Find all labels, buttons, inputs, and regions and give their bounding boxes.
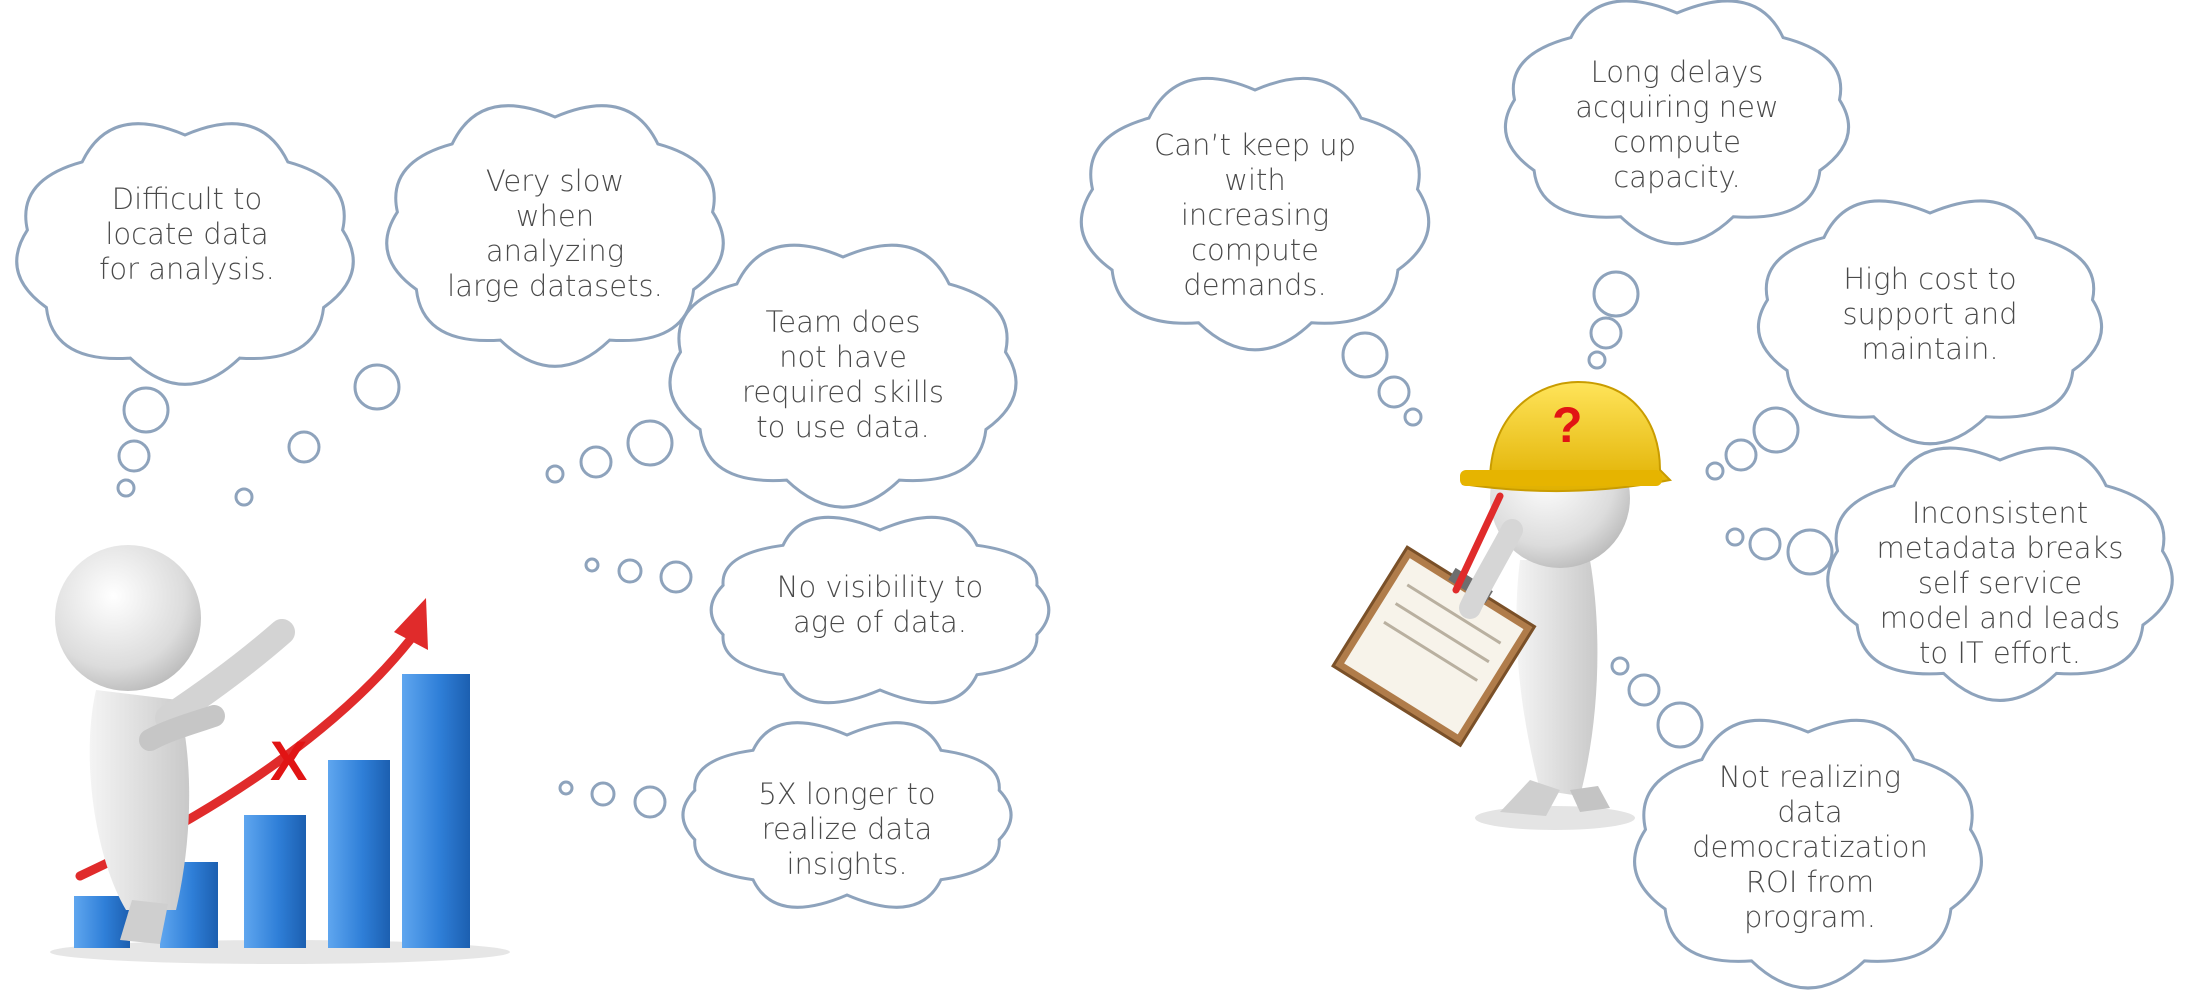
thought-high-cost: High cost to support and maintain. <box>1842 262 2018 366</box>
thought-slow-large-datasets: Very slow when analyzing large datasets. <box>447 164 663 303</box>
cloud-outline-2 <box>385 104 725 368</box>
thought-bubble-3 <box>116 478 136 498</box>
thought-bubble-6 <box>234 487 254 507</box>
thought-bubble-16 <box>1341 331 1389 379</box>
cloud-outline-5 <box>681 721 1013 909</box>
thought-clouds <box>15 0 2174 990</box>
cloud-outline-7 <box>1504 0 1850 246</box>
thought-bubble-15 <box>558 780 574 796</box>
thought-cant-keep-up-compute: Can’t keep up with increasing compute de… <box>1153 128 1357 302</box>
thought-bubble-10 <box>659 560 693 594</box>
thought-no-visibility-age: No visibility to age of data. <box>776 570 984 639</box>
thought-bubble-12 <box>584 557 600 573</box>
thought-bubble-26 <box>1748 527 1782 561</box>
thought-bubble-2 <box>117 439 151 473</box>
thought-bubble-25 <box>1786 528 1834 576</box>
figure-head <box>55 545 201 691</box>
thought-bubble-30 <box>1610 656 1630 676</box>
arrow-head <box>394 598 428 650</box>
pointing-stick-figure <box>55 545 295 944</box>
thought-bubble-27 <box>1725 527 1745 547</box>
bar-1 <box>74 896 130 948</box>
thought-bubble-22 <box>1752 406 1800 454</box>
x-marker: X <box>270 729 308 792</box>
bar-3 <box>244 815 306 948</box>
thought-bubble-4 <box>353 363 401 411</box>
bar-5 <box>402 674 470 948</box>
thought-bubble-17 <box>1377 375 1411 409</box>
thought-missing-skills: Team does not have required skills to us… <box>742 305 944 444</box>
cloud-outline-9 <box>1826 446 2174 702</box>
thought-bubble-7 <box>626 419 674 467</box>
cloud-outline-8 <box>1757 199 2103 446</box>
bar-4 <box>328 760 390 948</box>
pencil <box>1452 492 1504 594</box>
thought-bubble-29 <box>1627 673 1661 707</box>
thought-inconsistent-metadata: Inconsistent metadata breaks self servic… <box>1876 496 2124 670</box>
thought-5x-longer-insights: 5X longer to realize data insights. <box>758 777 936 881</box>
thought-bubble-28 <box>1656 701 1704 749</box>
thought-no-roi: Not realizing data democratization ROI f… <box>1692 760 1928 934</box>
thought-bubble-trails <box>116 270 1834 819</box>
thought-long-delays-capacity: Long delays acquiring new compute capaci… <box>1575 55 1779 194</box>
thought-bubble-8 <box>579 445 613 479</box>
thought-bubble-13 <box>633 785 667 819</box>
cloud-outline-4 <box>709 515 1051 705</box>
thought-bubble-18 <box>1403 407 1423 427</box>
thought-bubble-14 <box>590 781 616 807</box>
cloud-outline-3 <box>668 243 1018 509</box>
thought-difficult-to-locate-data: Difficult to locate data for analysis. <box>99 182 275 286</box>
thought-bubble-9 <box>545 464 565 484</box>
thought-bubble-19 <box>1592 270 1640 318</box>
hard-hat <box>1461 380 1673 493</box>
thought-bubble-23 <box>1724 438 1758 472</box>
thought-bubble-20 <box>1589 316 1623 350</box>
thought-bubble-24 <box>1705 461 1725 481</box>
clipboard-worker-figure <box>1331 380 1673 830</box>
thought-bubble-1 <box>122 386 170 434</box>
question-mark: ? <box>1552 397 1583 453</box>
thought-bubble-11 <box>617 558 643 584</box>
cloud-outline-1 <box>15 122 355 386</box>
thought-bubble-5 <box>287 430 321 464</box>
thought-bubble-21 <box>1587 350 1607 370</box>
cloud-outline-10 <box>1633 718 1983 990</box>
cloud-outline-6 <box>1079 76 1431 352</box>
